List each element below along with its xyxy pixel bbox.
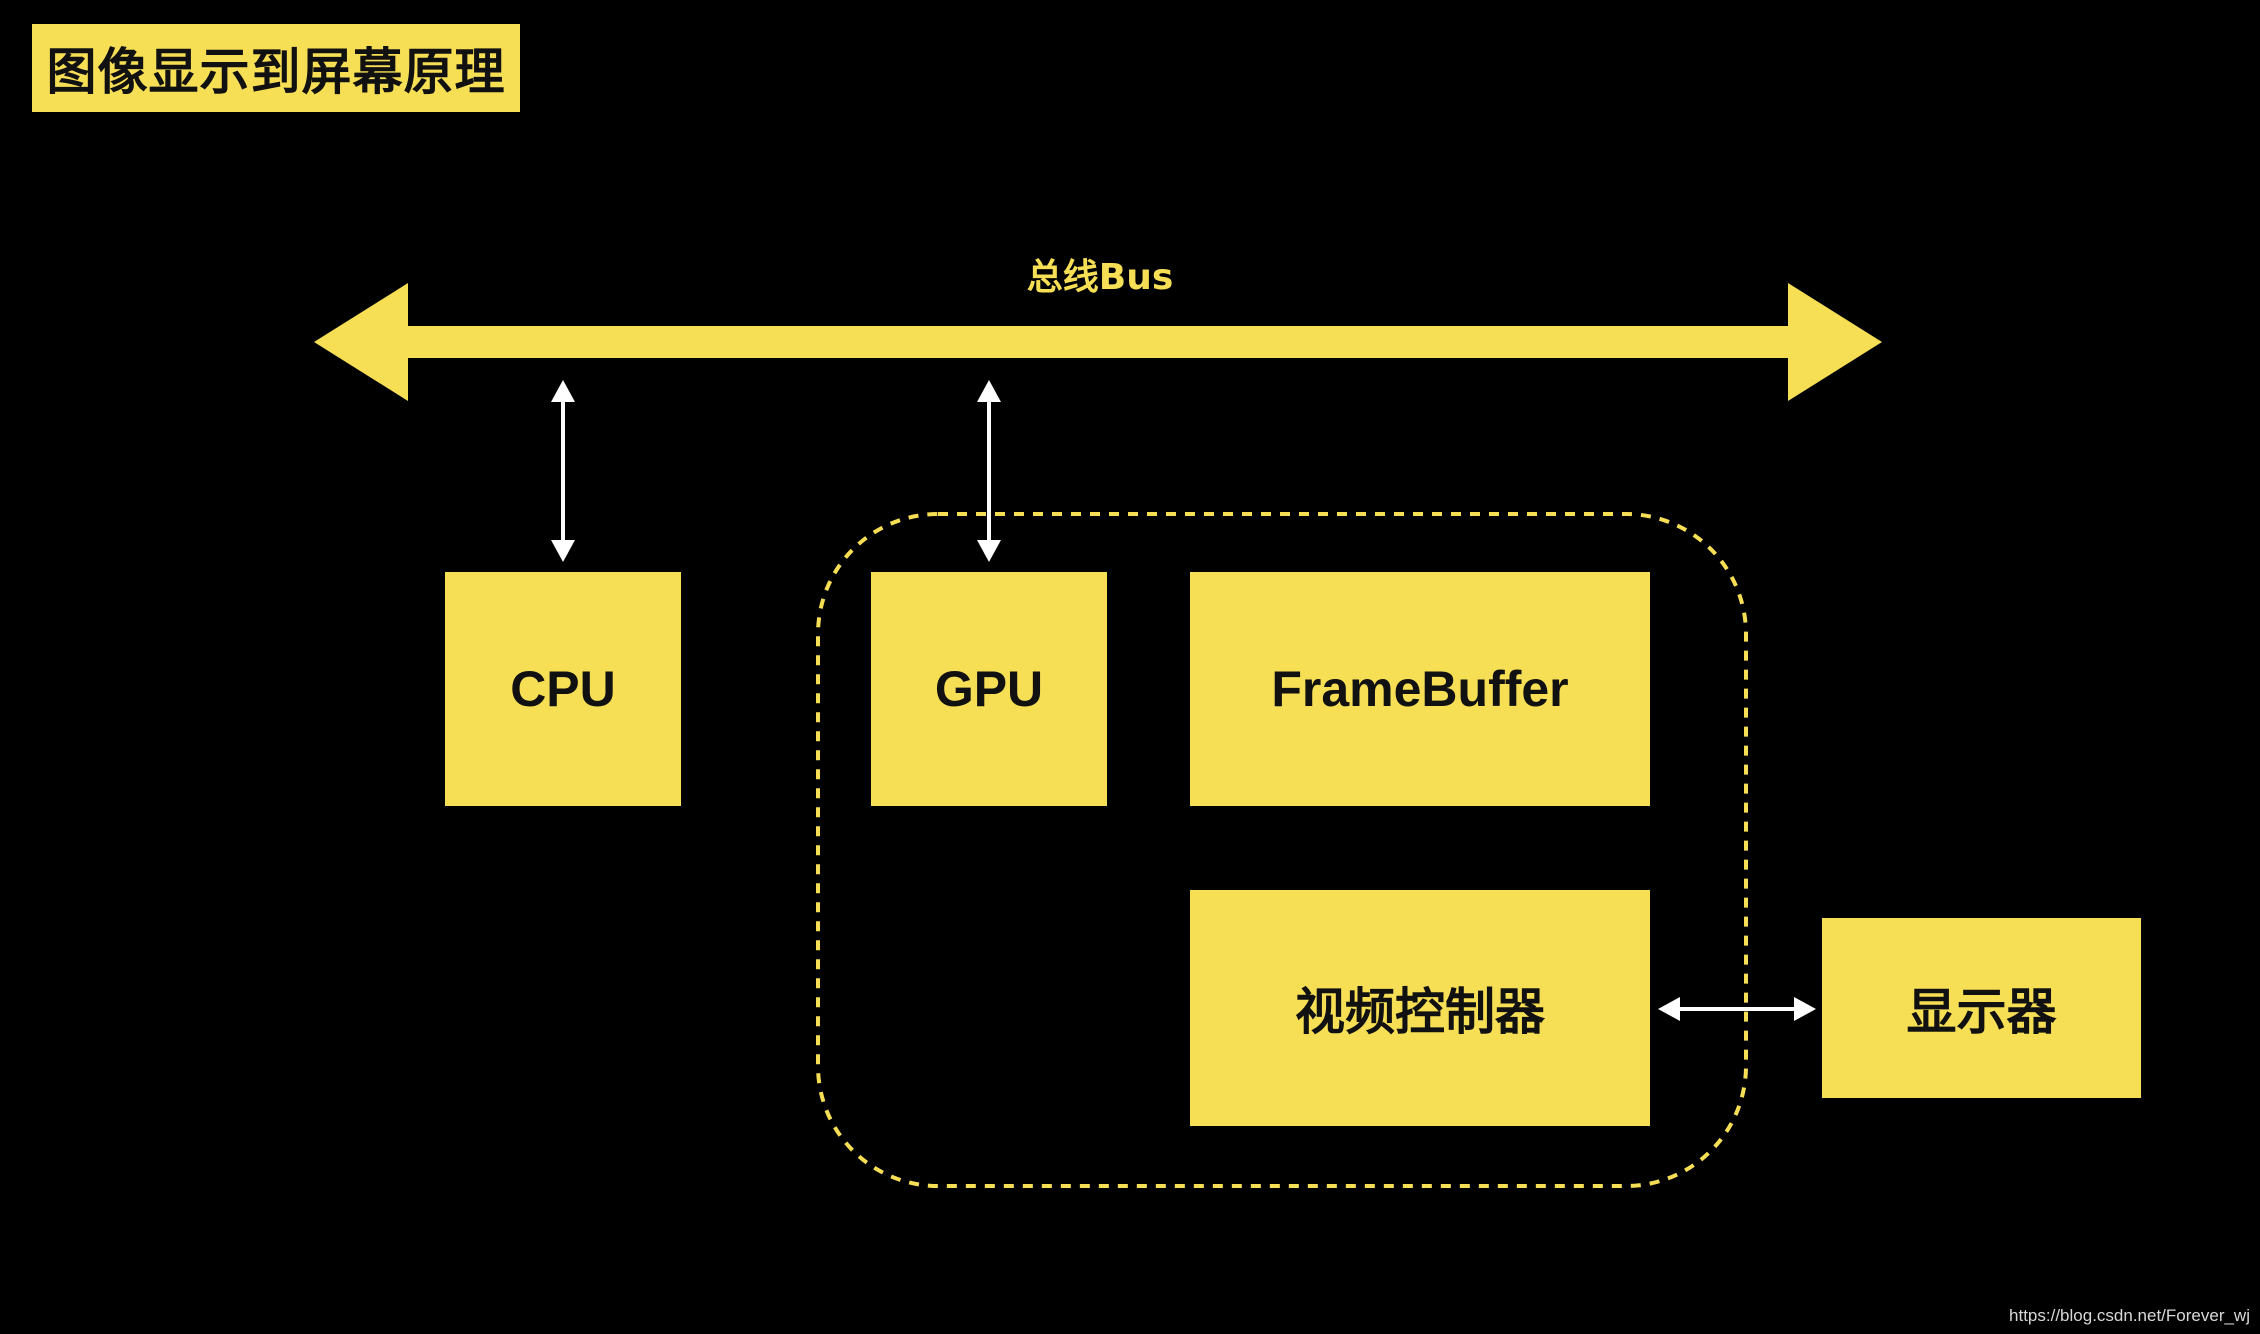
framebuffer-box: FrameBuffer <box>1190 572 1650 806</box>
display-label: 显示器 <box>1906 983 2057 1041</box>
gpu-box: GPU <box>871 572 1107 806</box>
video-controller-label: 视频控制器 <box>1295 983 1545 1041</box>
gpu-bus-arrow <box>977 380 1001 562</box>
display-box: 显示器 <box>1822 918 2141 1098</box>
framebuffer-label: FrameBuffer <box>1271 661 1569 717</box>
gpu-group-border <box>816 512 1748 1188</box>
cpu-label: CPU <box>510 661 616 717</box>
vc-display-arrow <box>1658 997 1816 1021</box>
video-controller-box: 视频控制器 <box>1190 890 1650 1126</box>
bus-arrow <box>314 283 1882 401</box>
bus-label: 总线Bus <box>1026 257 1174 298</box>
cpu-bus-arrow <box>551 380 575 562</box>
watermark-text: https://blog.csdn.net/Forever_wj <box>2009 1306 2250 1325</box>
gpu-label: GPU <box>934 661 1044 717</box>
cpu-box: CPU <box>445 572 681 806</box>
page-title: 图像显示到屏幕原理 <box>32 24 520 112</box>
